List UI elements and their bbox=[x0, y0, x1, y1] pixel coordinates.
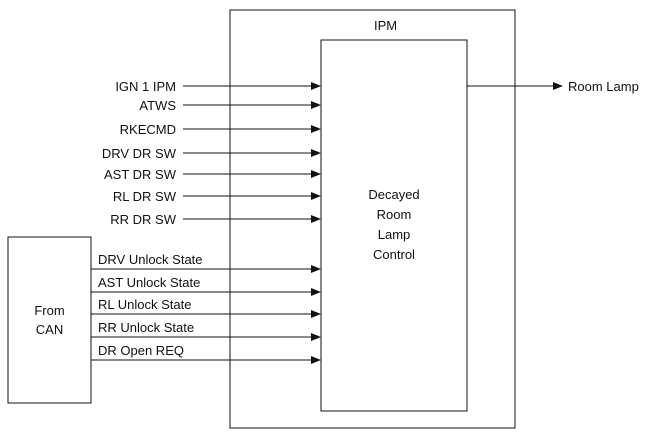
control-label-line: Lamp bbox=[377, 227, 411, 242]
control-block bbox=[320, 39, 468, 412]
input-label-rl-dr-sw: RL DR SW bbox=[112, 189, 176, 204]
input-label-rr-dr-sw: RR DR SW bbox=[110, 212, 176, 227]
can-source-label: From CAN bbox=[8, 301, 91, 339]
ipm-title: IPM bbox=[374, 18, 398, 33]
can-input-label-rr-unlock: RR Unlock State bbox=[98, 320, 195, 335]
can-label-line: From bbox=[34, 303, 65, 318]
can-source-box bbox=[7, 236, 92, 404]
can-input-label-dr-open-req: DR Open REQ bbox=[98, 343, 184, 358]
output-label: Room Lamp bbox=[568, 79, 639, 94]
can-label-line: CAN bbox=[35, 322, 64, 337]
input-label-drv-dr-sw: DRV DR SW bbox=[101, 146, 176, 161]
input-label-rkecmd: RKECMD bbox=[119, 122, 176, 137]
control-label-line: Room bbox=[376, 207, 412, 222]
can-input-label-rl-unlock: RL Unlock State bbox=[98, 297, 192, 312]
input-label-ast-dr-sw: AST DR SW bbox=[104, 167, 176, 182]
control-block-label: Decayed Room Lamp Control bbox=[321, 185, 467, 265]
control-label-line: Decayed bbox=[368, 187, 420, 202]
can-input-label-drv-unlock: DRV Unlock State bbox=[98, 252, 203, 267]
input-label-atws: ATWS bbox=[139, 98, 176, 113]
input-label-ign1-ipm: IGN 1 IPM bbox=[115, 79, 176, 94]
control-label-line: Control bbox=[373, 247, 415, 262]
can-input-label-ast-unlock: AST Unlock State bbox=[98, 275, 201, 290]
